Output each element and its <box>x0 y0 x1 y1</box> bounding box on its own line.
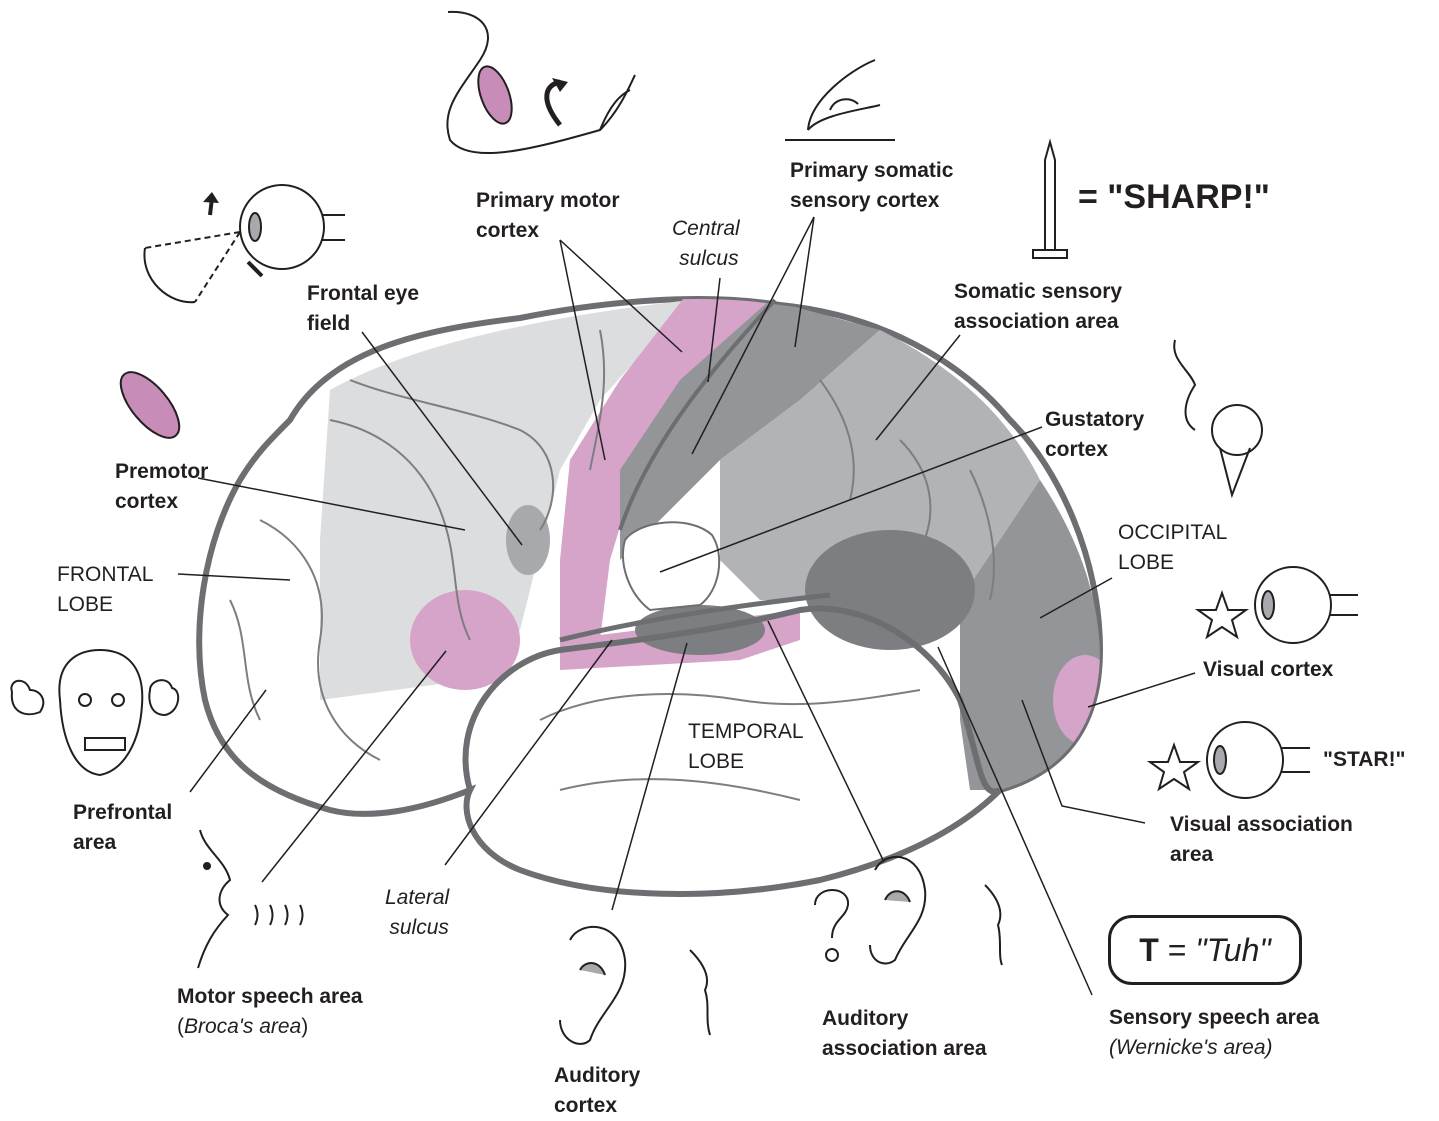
label-temporal-lobe: TEMPORAL LOBE <box>688 717 804 777</box>
label-star: "STAR!" <box>1323 745 1406 775</box>
label-lateral-sulcus: Lateral sulcus <box>385 883 449 943</box>
fingertip-touch-icon <box>785 60 895 140</box>
label-frontal-lobe: FRONTAL LOBE <box>57 560 153 620</box>
brain <box>199 290 1117 894</box>
ice-cream-taste-icon <box>1174 340 1262 495</box>
label-auditory-association-area: Auditory association area <box>822 1004 987 1064</box>
label-frontal-eye-field: Frontal eye field <box>307 279 419 339</box>
tuh-sound-box: T = "Tuh" <box>1108 915 1302 985</box>
label-auditory-cortex: Auditory cortex <box>554 1061 640 1121</box>
label-occipital-lobe: OCCIPITAL LOBE <box>1118 518 1227 578</box>
wernicke-region <box>805 530 975 650</box>
label-visual-cortex: Visual cortex <box>1203 655 1333 685</box>
label-primary-somatic-sensory-cortex: Primary somatic sensory cortex <box>790 156 953 216</box>
label-somatic-sensory-association-area: Somatic sensory association area <box>954 277 1122 337</box>
angry-face-icon <box>11 650 178 775</box>
question-mark-icon <box>815 890 848 961</box>
gustatory-region <box>623 522 719 610</box>
label-sharp: = "SHARP!" <box>1078 177 1270 217</box>
label-sensory-speech-area: Sensory speech area (Wernicke's area) <box>1109 1003 1319 1063</box>
label-prefrontal-area: Prefrontal area <box>73 798 172 858</box>
star-icon <box>1150 593 1246 789</box>
frontal-eye-field-region <box>506 505 550 575</box>
flexing-arm-icon <box>447 12 635 153</box>
muscle-icon <box>110 363 189 447</box>
nail-icon <box>1033 142 1067 258</box>
label-premotor-cortex: Premotor cortex <box>115 457 208 517</box>
label-primary-motor-cortex: Primary motor cortex <box>476 186 620 246</box>
label-visual-association-area: Visual association area <box>1170 810 1353 870</box>
label-motor-speech-area: Motor speech area (Broca's area) <box>177 982 363 1042</box>
visual-cortex-region <box>1053 655 1117 745</box>
label-gustatory-cortex: Gustatory cortex <box>1045 405 1144 465</box>
label-central-sulcus: Central sulcus <box>672 214 740 274</box>
